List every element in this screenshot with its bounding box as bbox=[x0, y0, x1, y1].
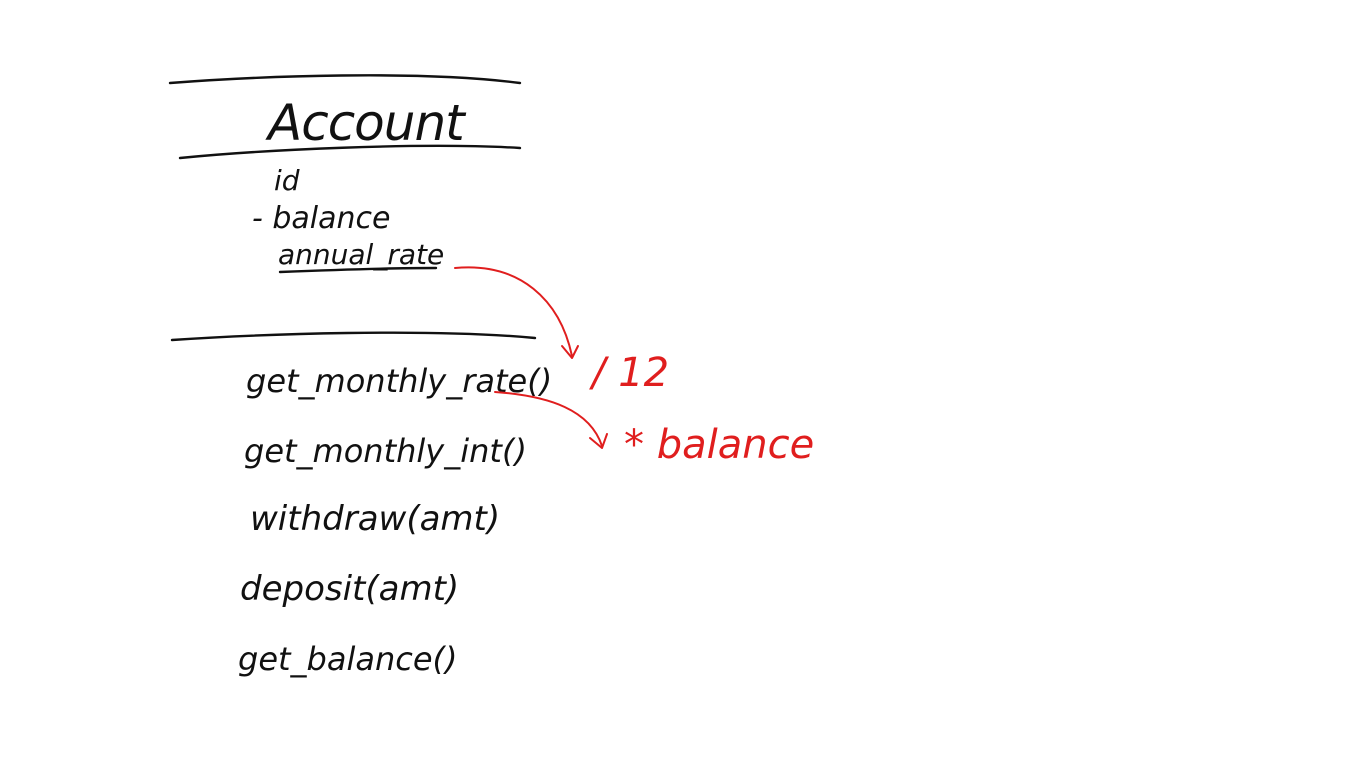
method-get-balance: get_balance() bbox=[238, 640, 458, 678]
method-deposit: deposit(amt) bbox=[240, 569, 459, 609]
class-name: Account bbox=[265, 94, 467, 152]
annotation-times-balance: * balance bbox=[624, 422, 814, 468]
attribute-annual-rate: annual_rate bbox=[278, 238, 444, 271]
static-underline bbox=[278, 266, 438, 274]
class-attribute-divider bbox=[170, 331, 537, 342]
attribute-id: id bbox=[274, 164, 300, 197]
arrow-monthly-rate-head bbox=[589, 433, 608, 449]
method-get-monthly-int: get_monthly_int() bbox=[244, 432, 527, 470]
attribute-balance: - balance bbox=[252, 201, 390, 236]
arrow-annual-rate-to-divide bbox=[454, 266, 573, 357]
arrow-monthly-rate-to-balance bbox=[494, 391, 603, 447]
method-get-monthly-rate: get_monthly_rate() bbox=[246, 362, 552, 400]
method-withdraw: withdraw(amt) bbox=[250, 499, 500, 539]
class-top-line bbox=[168, 74, 522, 85]
arrow-annual-rate-head bbox=[561, 345, 579, 359]
class-name-divider bbox=[178, 144, 522, 160]
annotation-divide-twelve: / 12 bbox=[589, 350, 669, 396]
